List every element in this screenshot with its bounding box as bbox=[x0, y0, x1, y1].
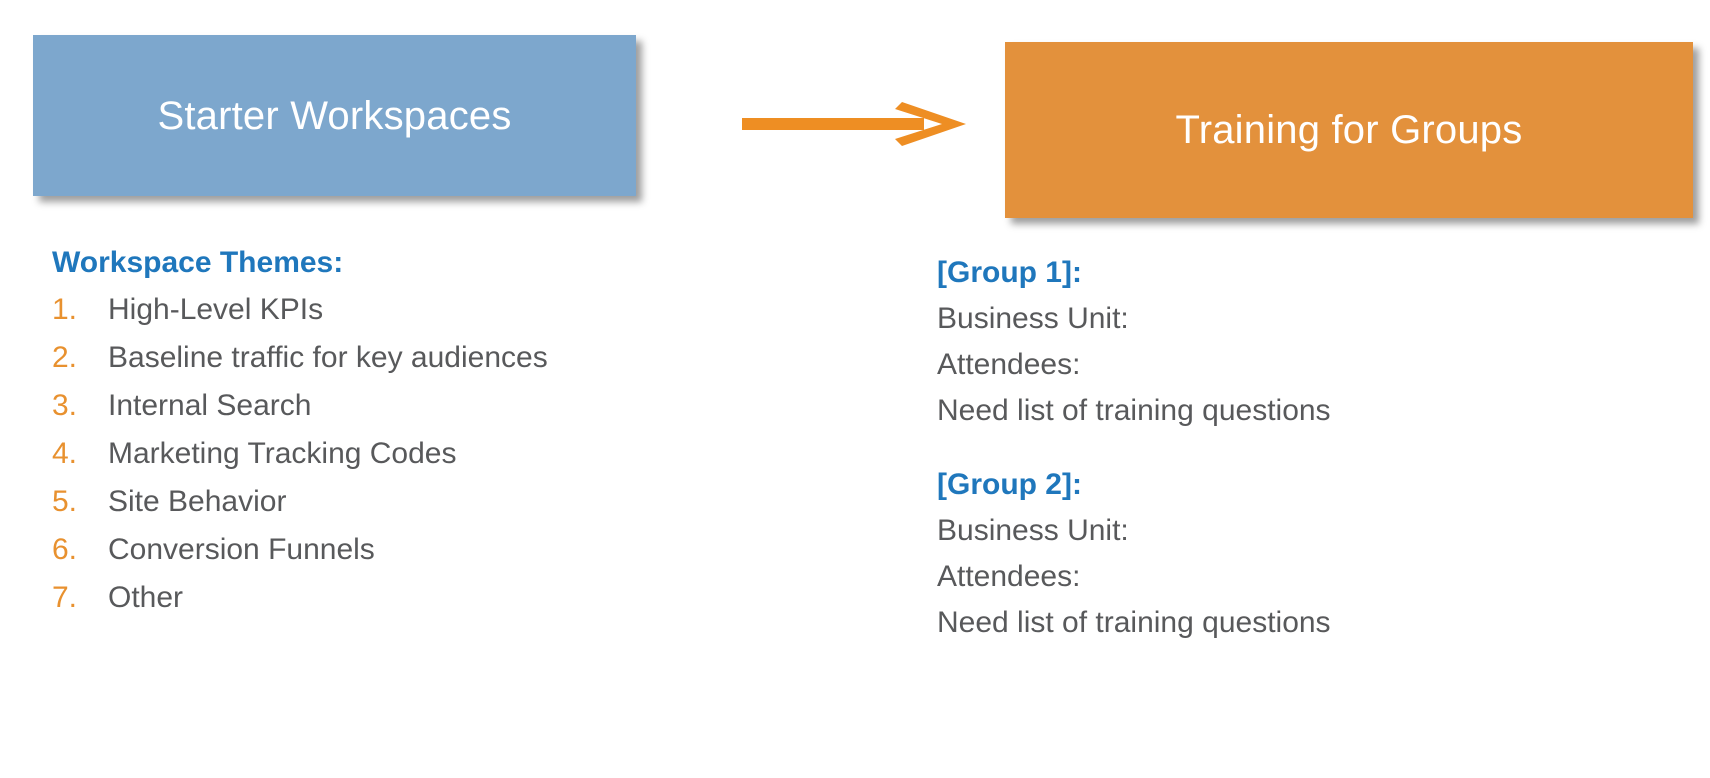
starter-workspaces-label: Starter Workspaces bbox=[157, 93, 512, 138]
list-item-number: 5. bbox=[52, 485, 78, 518]
list-item-label: Marketing Tracking Codes bbox=[108, 437, 457, 470]
group-attendees-line: Attendees: bbox=[937, 348, 1081, 381]
list-item-label: Site Behavior bbox=[108, 485, 287, 518]
training-groups-panel: [Group 1]: Business Unit: Attendees: Nee… bbox=[937, 258, 1657, 638]
list-item: 6. Conversion Funnels bbox=[52, 535, 732, 583]
group-title: [Group 2]: bbox=[937, 468, 1082, 501]
list-item: 2. Baseline traffic for key audiences bbox=[52, 343, 732, 391]
training-for-groups-label: Training for Groups bbox=[1175, 108, 1523, 152]
list-item-label: Other bbox=[108, 581, 184, 614]
right-arrow-glyph bbox=[742, 102, 966, 146]
list-item: 3. Internal Search bbox=[52, 391, 732, 439]
training-for-groups-box[interactable]: Training for Groups bbox=[1005, 42, 1693, 218]
group-business-unit-line: Business Unit: bbox=[937, 514, 1129, 547]
list-item-label: Conversion Funnels bbox=[108, 533, 375, 566]
list-item: 7. Other bbox=[52, 583, 732, 631]
list-item-label: Internal Search bbox=[108, 389, 312, 422]
workspace-themes-panel: Workspace Themes: 1. High-Level KPIs 2. … bbox=[52, 248, 732, 631]
list-item: 4. Marketing Tracking Codes bbox=[52, 439, 732, 487]
group-business-unit-line: Business Unit: bbox=[937, 302, 1129, 335]
list-item-number: 1. bbox=[52, 293, 78, 326]
workspace-themes-heading: Workspace Themes: bbox=[52, 246, 344, 279]
group-questions-line: Need list of training questions bbox=[937, 394, 1331, 427]
list-item-number: 3. bbox=[52, 389, 78, 422]
list-item: 5. Site Behavior bbox=[52, 487, 732, 535]
group-title: [Group 1]: bbox=[937, 256, 1082, 289]
list-item-number: 7. bbox=[52, 581, 78, 614]
list-item-number: 6. bbox=[52, 533, 78, 566]
list-item-number: 4. bbox=[52, 437, 78, 470]
right-arrow-icon bbox=[742, 96, 972, 152]
group-questions-line: Need list of training questions bbox=[937, 606, 1331, 639]
list-item-number: 2. bbox=[52, 341, 78, 374]
workspace-themes-list: 1. High-Level KPIs 2. Baseline traffic f… bbox=[52, 295, 732, 631]
list-item: 1. High-Level KPIs bbox=[52, 295, 732, 343]
list-item-label: High-Level KPIs bbox=[108, 293, 324, 326]
list-item-label: Baseline traffic for key audiences bbox=[108, 341, 548, 374]
group-block-1: [Group 1]: Business Unit: Attendees: Nee… bbox=[937, 258, 1657, 426]
starter-workspaces-box[interactable]: Starter Workspaces bbox=[33, 35, 636, 196]
group-block-2: [Group 2]: Business Unit: Attendees: Nee… bbox=[937, 470, 1657, 638]
group-attendees-line: Attendees: bbox=[937, 560, 1081, 593]
